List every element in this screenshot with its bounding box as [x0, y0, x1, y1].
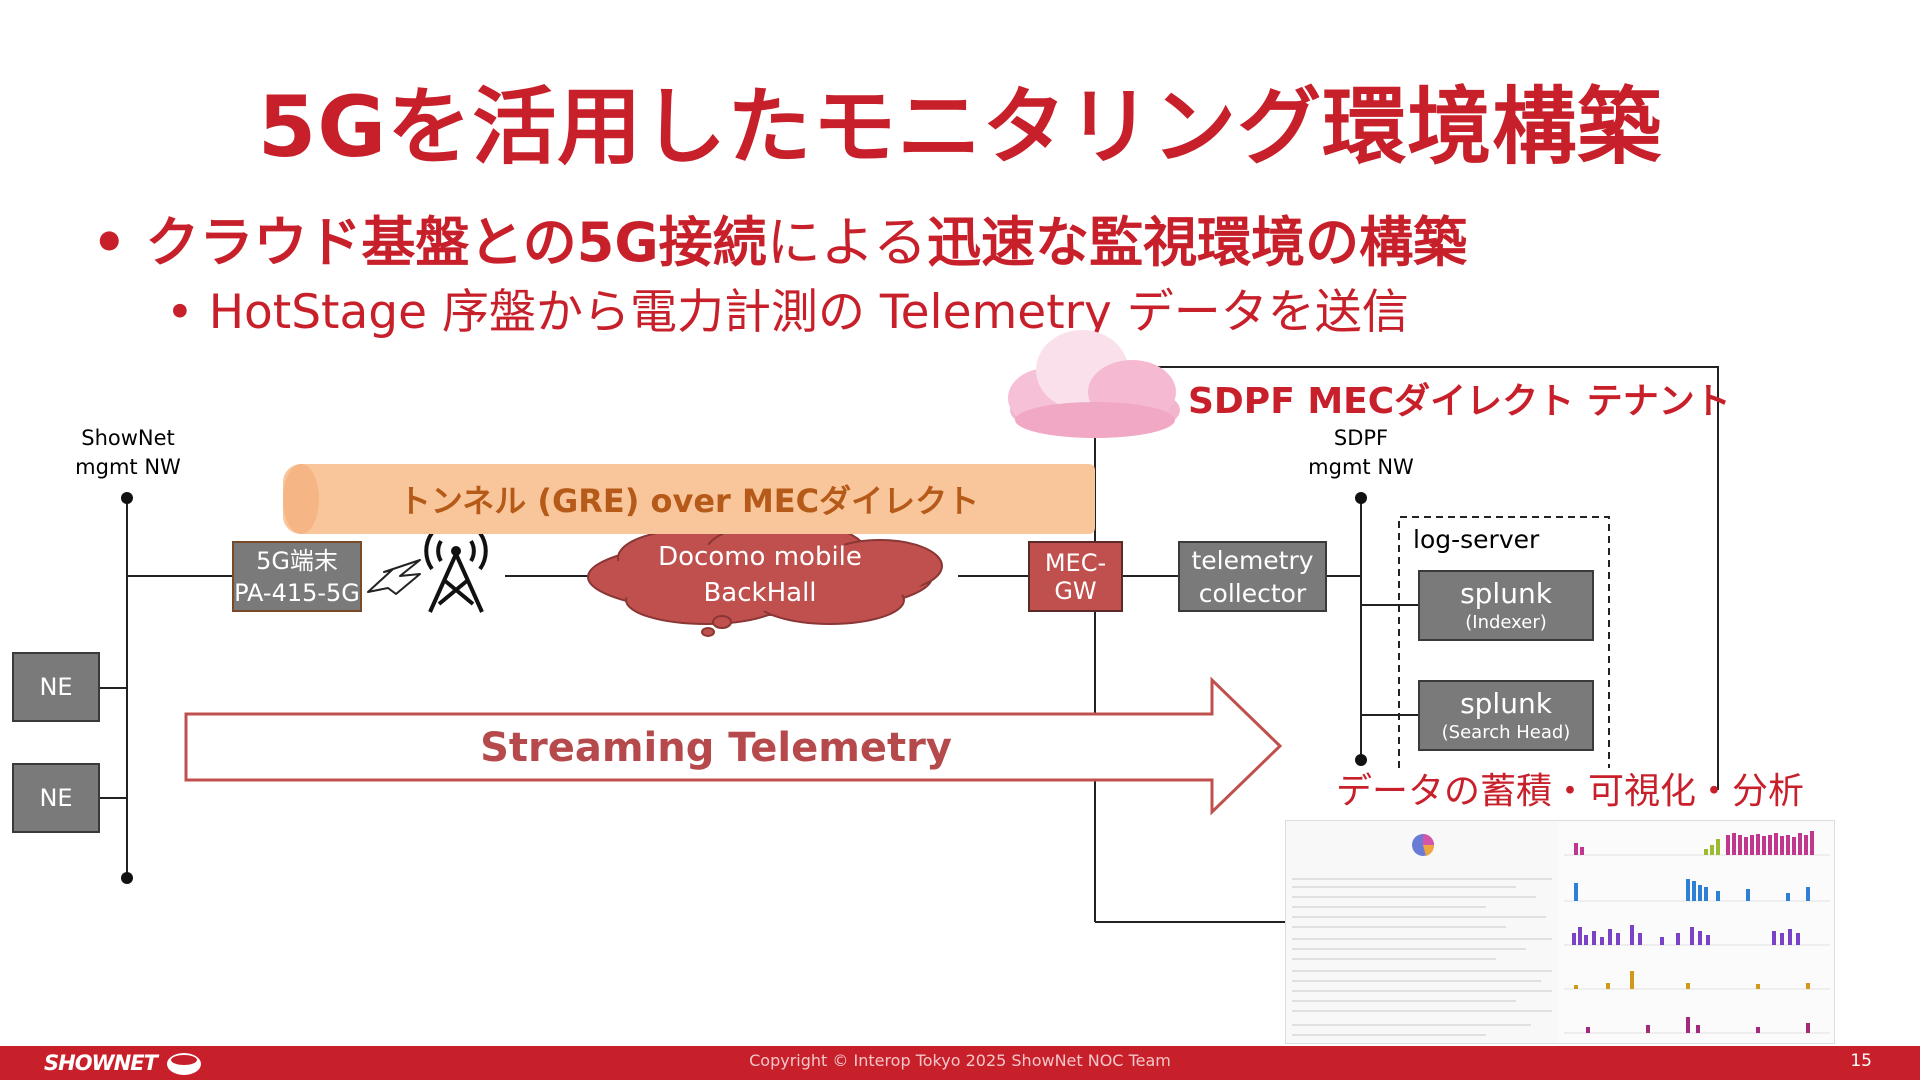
- antenna-tower-icon: [424, 531, 488, 613]
- ne-box-1: NE: [12, 652, 100, 722]
- streaming-telemetry-label: Streaming Telemetry: [480, 725, 952, 771]
- shownet-mgmt-line2: mgmt NW: [75, 455, 181, 479]
- shownet-mgmt-label: ShowNet mgmt NW: [58, 424, 198, 482]
- shownet-bus-bottom-dot: [121, 872, 133, 884]
- bullet-2: • HotStage 序盤から電力計測の Telemetry データを送信: [166, 282, 1409, 344]
- page-number: 15: [1850, 1051, 1872, 1071]
- analysis-label: データの蓄積・可視化・分析: [1336, 771, 1805, 812]
- lightning-icon: [367, 559, 421, 595]
- sdpf-mgmt-line1: SDPF: [1333, 426, 1389, 450]
- bullet-2-text: HotStage 序盤から電力計測の Telemetry データを送信: [208, 285, 1409, 340]
- bullet-1-marker: •: [92, 211, 127, 274]
- copyright-text: Copyright © Interop Tokyo 2025 ShowNet N…: [749, 1051, 1171, 1070]
- slide-title: 5Gを活用したモニタリング環境構築: [257, 78, 1663, 176]
- ne-2-label: NE: [39, 784, 73, 812]
- mec-gw-box: MEC-GW: [1028, 541, 1123, 612]
- splunk-search-head-name: splunk: [1460, 686, 1552, 720]
- 5g-terminal-box: 5G端末 PA-415-5G: [232, 541, 362, 612]
- gre-tunnel-end: [283, 464, 319, 534]
- shownet-logo: SHOWNET: [44, 1051, 203, 1077]
- splunk-indexer-role: (Indexer): [1465, 611, 1547, 633]
- bullet-1-normal: による: [766, 211, 928, 274]
- collector-line2: collector: [1198, 578, 1307, 608]
- sdpf-mgmt-label: SDPF mgmt NW: [1291, 424, 1431, 482]
- 5g-terminal-line2: PA-415-5G: [234, 578, 360, 607]
- shownet-logo-text: SHOWNET: [44, 1051, 158, 1075]
- sdpf-bus-top-dot: [1355, 492, 1367, 504]
- gre-tunnel: トンネル (GRE) over MECダイレクト: [283, 464, 1095, 534]
- tenant-border: [1115, 366, 1719, 790]
- backhaul-line1: Docomo mobile: [658, 542, 862, 572]
- footer-bar: [0, 1046, 1920, 1080]
- backhaul-label: Docomo mobile BackHall: [620, 538, 900, 612]
- ne-box-2: NE: [12, 763, 100, 833]
- mec-gw-label: MEC-GW: [1044, 548, 1107, 605]
- bullet-2-marker: •: [166, 285, 194, 340]
- ne-1-label: NE: [39, 673, 73, 701]
- sdpf-mgmt-line2: mgmt NW: [1308, 455, 1414, 479]
- telemetry-collector-box: telemetry collector: [1178, 541, 1327, 612]
- splunk-search-head-box: splunk (Search Head): [1418, 680, 1594, 751]
- log-server-dashed-box: [1398, 516, 1610, 768]
- gre-tunnel-label: トンネル (GRE) over MECダイレクト: [398, 482, 980, 520]
- shownet-bus-top-dot: [121, 492, 133, 504]
- bullet-1-bold-a: クラウド基盤との5G接続: [145, 211, 767, 274]
- sdpf-bus-bottom-dot: [1355, 754, 1367, 766]
- backhaul-line2: BackHall: [703, 578, 817, 608]
- bullet-1-bold-b: 迅速な監視環境の構築: [927, 211, 1468, 274]
- bullet-1: • クラウド基盤との5G接続による迅速な監視環境の構築: [92, 208, 1467, 278]
- shownet-logo-icon: [167, 1053, 202, 1075]
- mec-cloud-icon: [1008, 330, 1180, 438]
- splunk-dashboard-thumbnail: [1285, 820, 1835, 1044]
- splunk-indexer-name: splunk: [1460, 576, 1552, 610]
- 5g-terminal-line1: 5G端末: [256, 546, 338, 575]
- log-server-label: log-server: [1413, 525, 1540, 554]
- tenant-label: SDPF MECダイレクト テナント: [1188, 381, 1731, 422]
- splunk-search-head-role: (Search Head): [1441, 721, 1571, 743]
- dashboard-thumbnail-graphic: [1286, 821, 1830, 1043]
- antenna-tower-tip: [451, 546, 461, 556]
- splunk-indexer-box: splunk (Indexer): [1418, 570, 1594, 641]
- collector-line1: telemetry: [1191, 545, 1314, 575]
- streaming-telemetry-arrow: [184, 676, 1283, 816]
- shownet-mgmt-line1: ShowNet: [81, 426, 175, 450]
